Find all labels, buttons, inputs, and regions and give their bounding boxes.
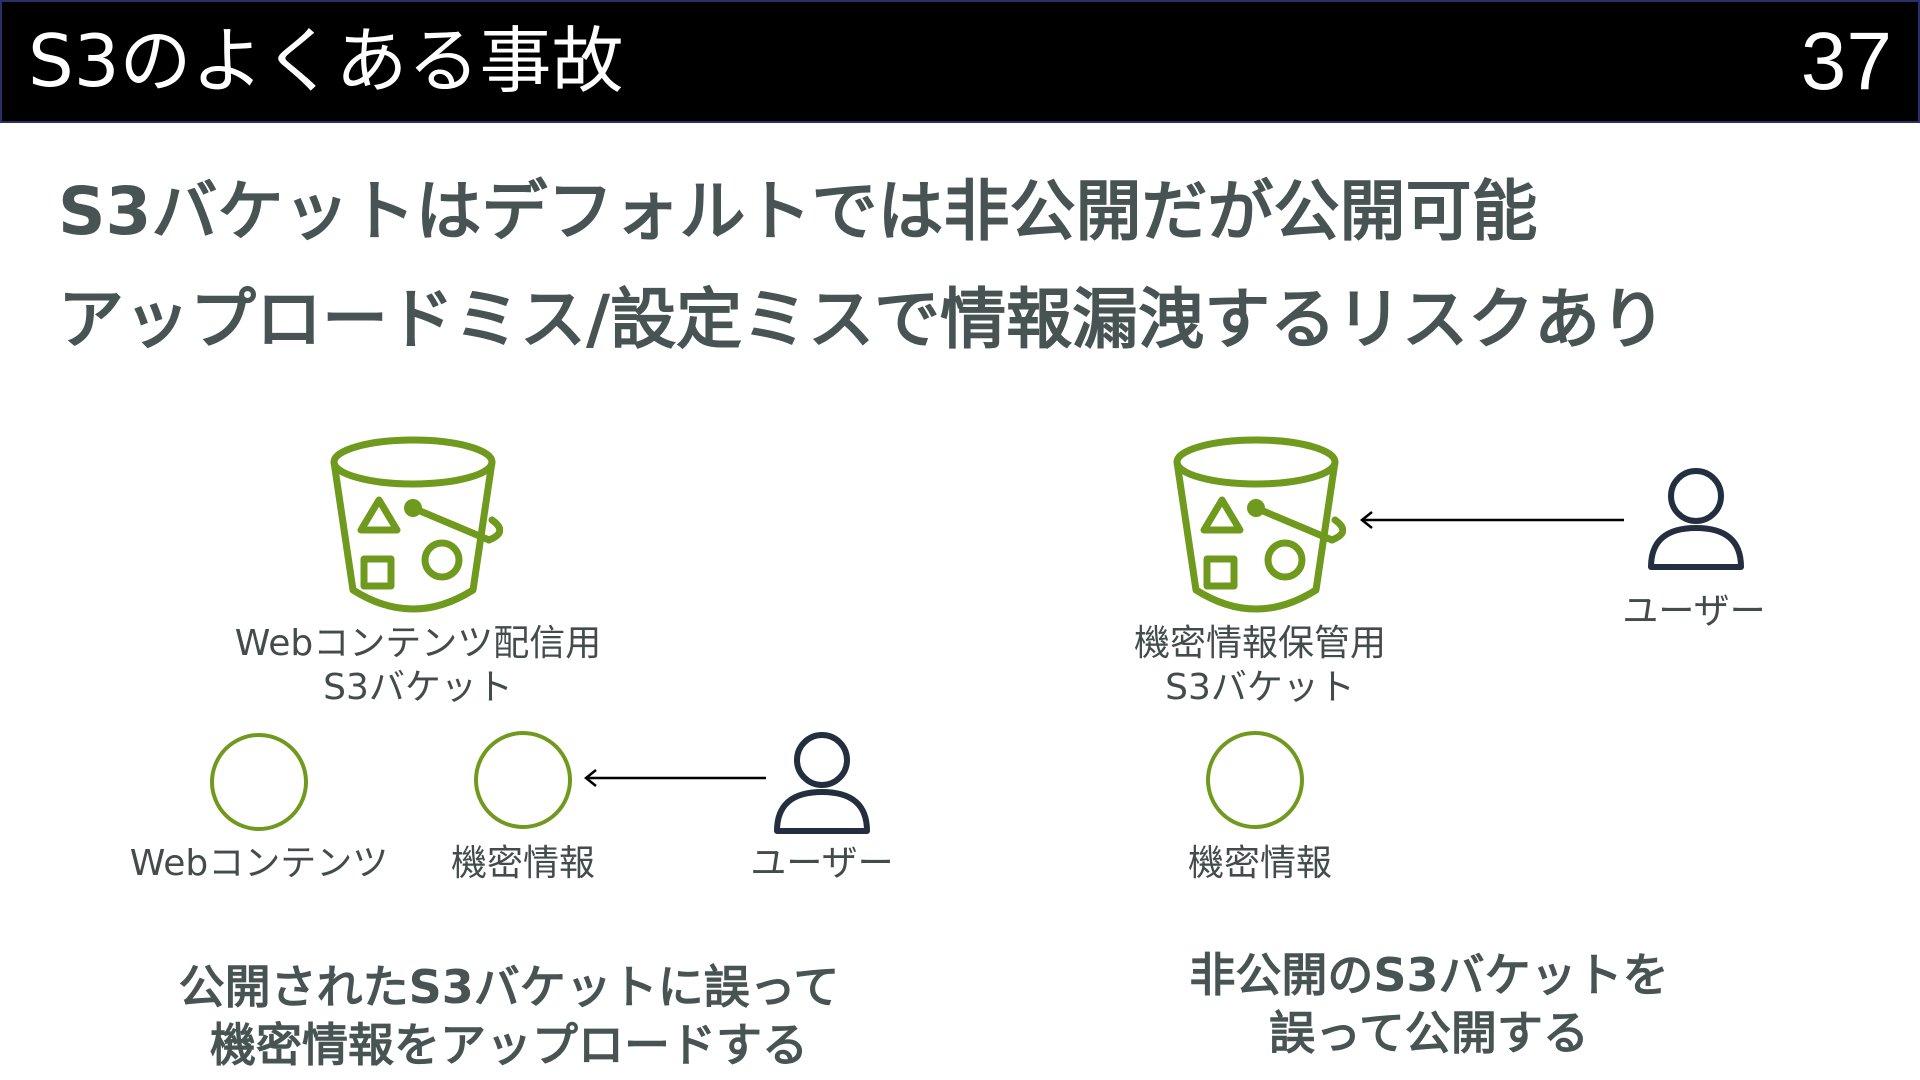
confidential-object-icon: [474, 731, 572, 829]
right-caption-line-2: 誤って公開する: [1269, 1006, 1589, 1060]
page-number: 37: [1800, 16, 1892, 107]
slide-title: S3のよくある事故: [28, 19, 624, 103]
left-user-label: ユーザー: [750, 843, 894, 884]
user-icon: [1648, 468, 1744, 570]
left-caption-line-2: 機密情報をアップロードする: [210, 1018, 808, 1072]
s3-bucket-icon: [1173, 436, 1346, 613]
right-caption-line-1: 非公開のS3バケットを: [1189, 948, 1669, 1002]
header-bar: S3のよくある事故 37: [0, 0, 1920, 123]
right-bucket-label-line-1: 機密情報保管用: [1133, 623, 1386, 664]
left-bucket-label-line-1: Webコンテンツ配信用: [234, 623, 602, 664]
confidential-info-label: 機密情報: [450, 843, 596, 884]
web-content-label: Webコンテンツ: [129, 843, 389, 884]
headline-line-2: アップロードミス/設定ミスで情報漏洩するリスクあり: [58, 281, 1667, 358]
headline-line-1: S3バケットはデフォルトでは非公開だが公開可能: [58, 173, 1538, 250]
right-bucket-label: 機密情報保管用 S3バケット: [1070, 622, 1450, 710]
left-bucket-label: Webコンテンツ配信用 S3バケット: [228, 622, 608, 710]
left-bucket-label-line-2: S3バケット: [323, 667, 513, 708]
right-user-label: ユーザー: [1622, 591, 1766, 632]
user-icon: [774, 732, 870, 834]
confidential-object-icon: [1206, 731, 1304, 829]
right-bucket-label-line-2: S3バケット: [1165, 667, 1355, 708]
right-confidential-info-label: 機密情報: [1187, 843, 1333, 884]
s3-bucket-icon: [330, 436, 503, 613]
arrow-left-icon: [1359, 511, 1624, 529]
web-content-object-icon: [210, 733, 308, 831]
right-caption: 非公開のS3バケットを 誤って公開する: [1189, 946, 1668, 1062]
arrow-left-icon: [583, 769, 766, 787]
left-caption: 公開されたS3バケットに誤って 機密情報をアップロードする: [179, 958, 840, 1074]
left-caption-line-1: 公開されたS3バケットに誤って: [178, 960, 840, 1014]
